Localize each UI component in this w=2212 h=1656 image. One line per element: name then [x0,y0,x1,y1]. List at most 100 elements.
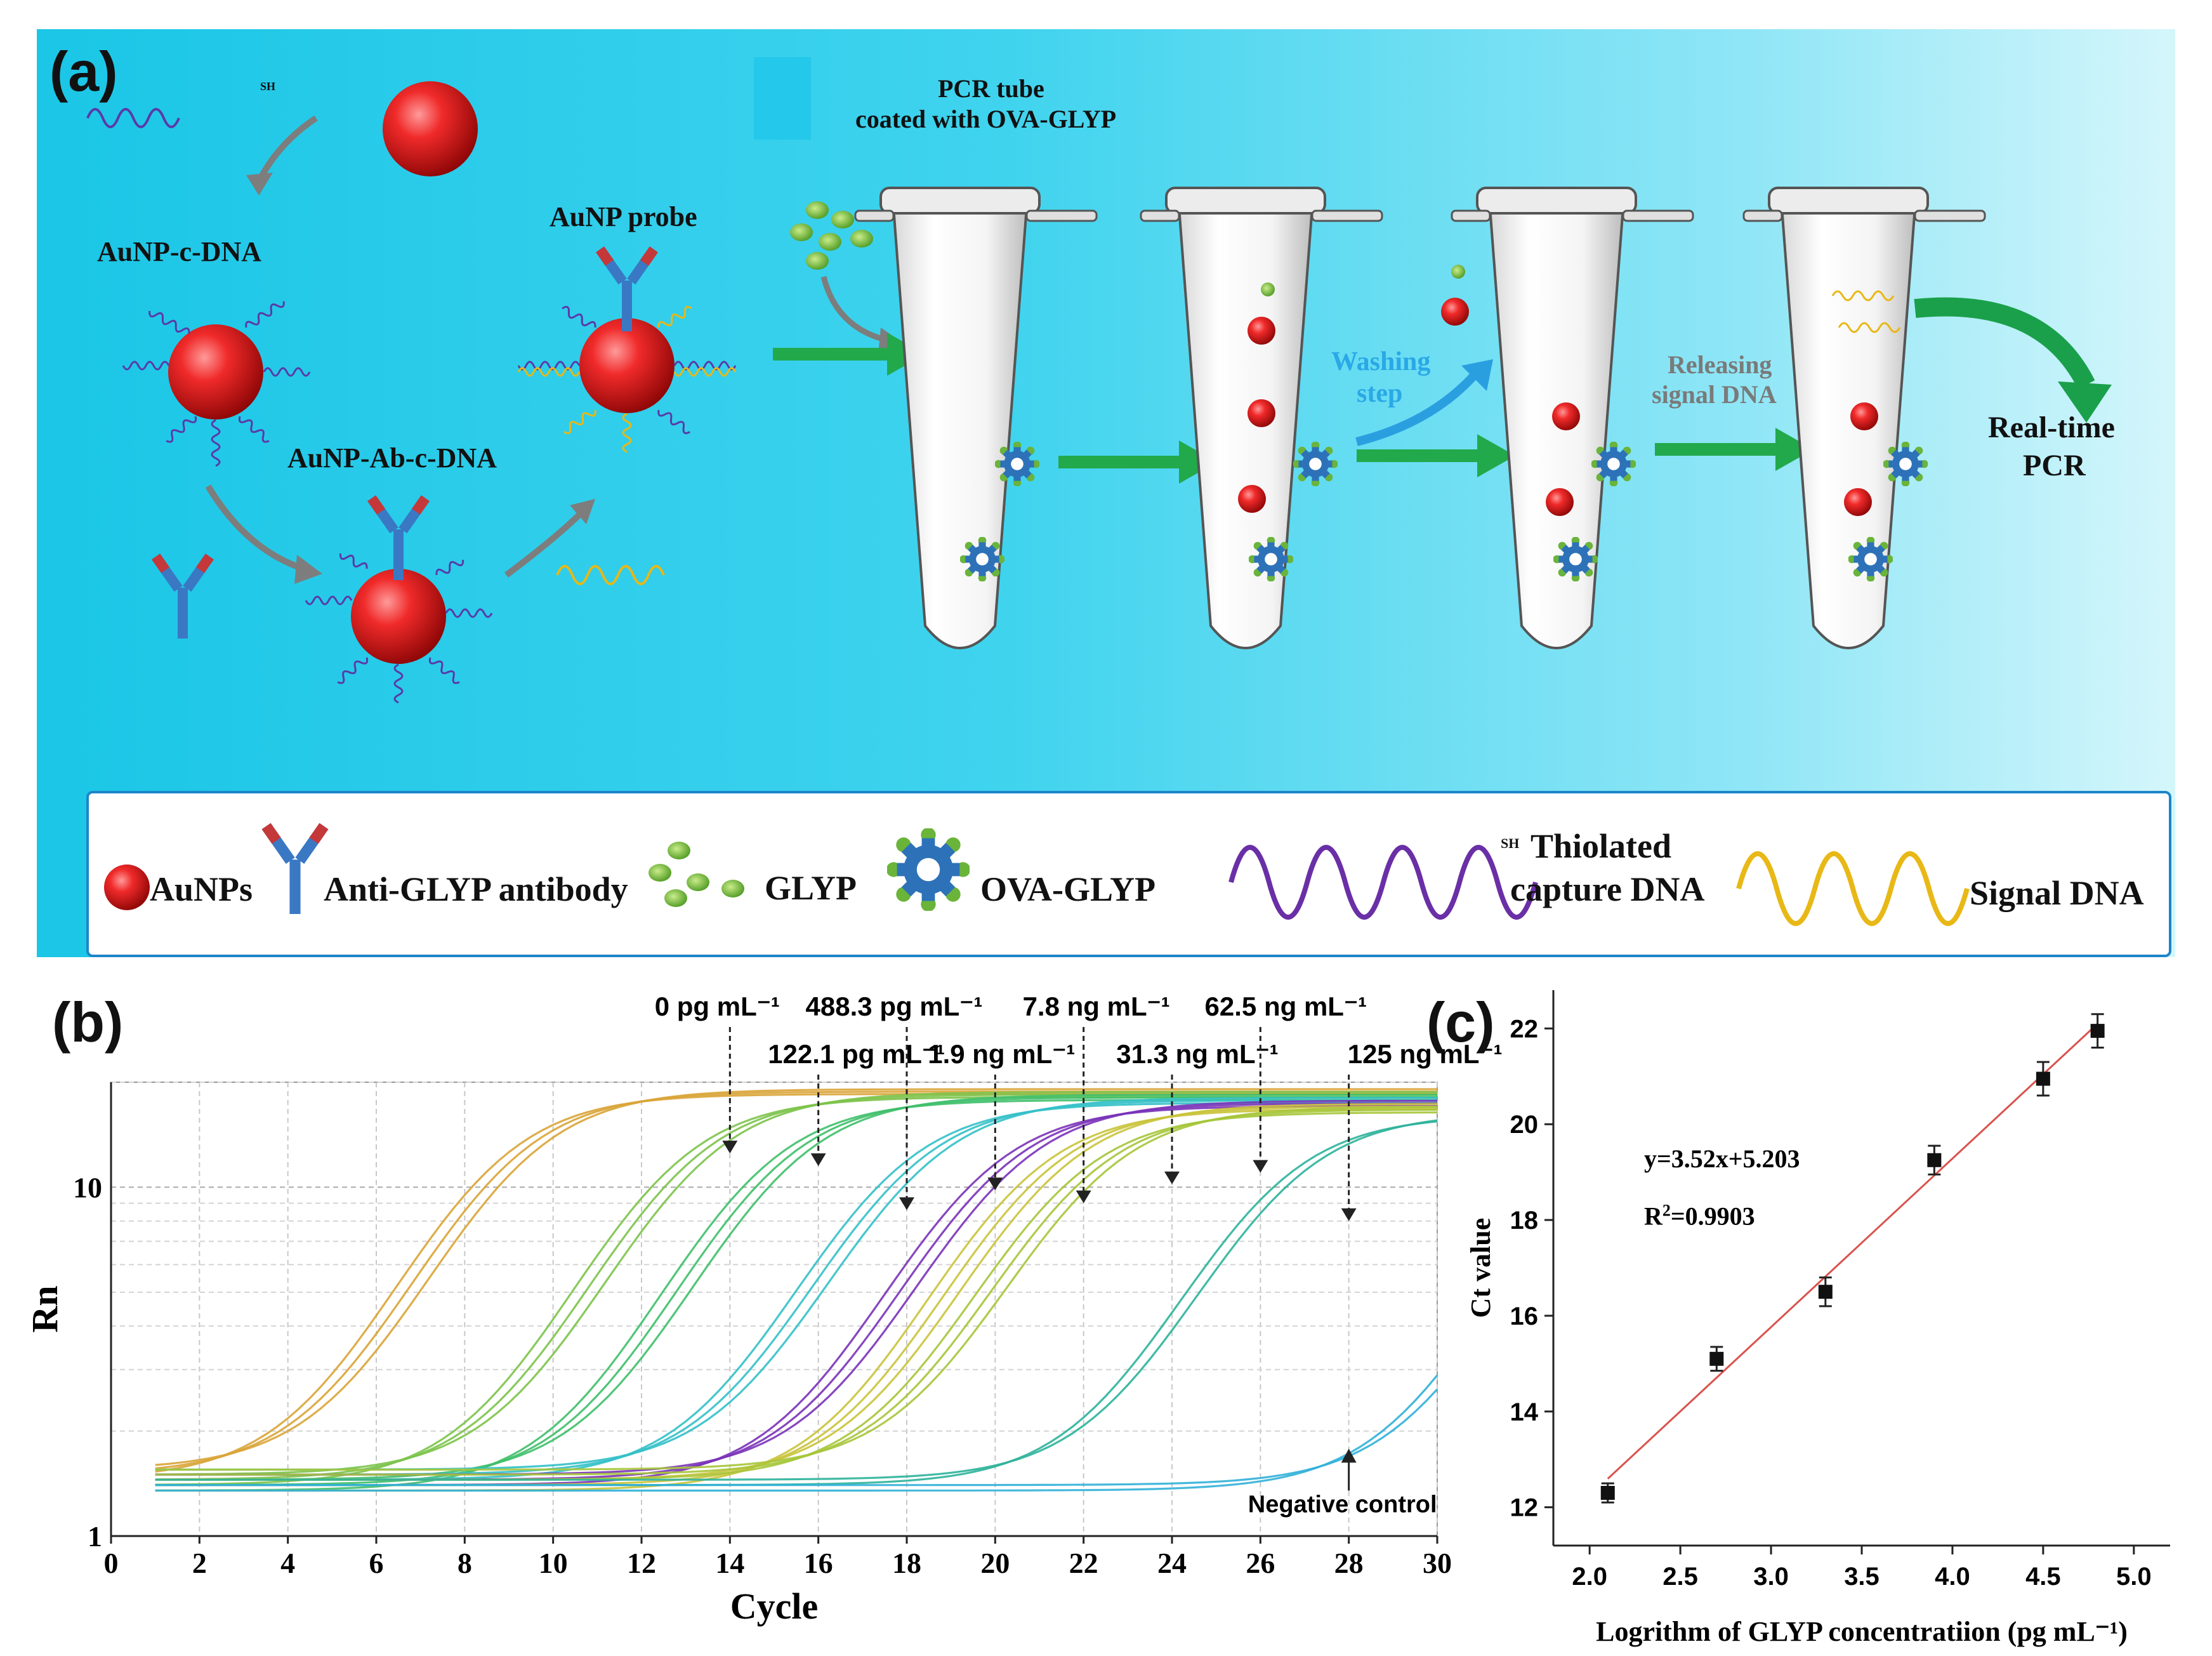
panel-b-letter: (b) [52,991,124,1054]
legend-ova-icon [887,828,970,911]
annotation-arrow-head [987,1177,1003,1191]
y-axis-label-c: Ct value [1465,1218,1496,1318]
antibody-icon [152,553,214,639]
step-arrows [773,333,1814,484]
legend-ova-glyp: OVA-GLYP [980,870,1156,908]
x-tick-label-c: 5.0 [2116,1563,2152,1591]
x-tick-label-b: 4 [280,1547,295,1579]
amplification-curve [155,1106,1438,1471]
x-tick-label-c: 4.5 [2025,1563,2061,1591]
legend-glyp: GLYP [765,869,857,907]
x-tick-label-b: 16 [804,1547,833,1579]
y-tick-label-c: 18 [1510,1207,1539,1235]
x-tick-label-b: 8 [458,1547,472,1579]
signal-dna-strand [556,565,665,585]
pcr-label: PCR [2023,449,2086,482]
annotation-arrow-head [1253,1160,1268,1173]
concentration-annotation: 125 ng mL⁻¹ [1348,1039,1503,1069]
x-tick-label-c: 2.0 [1572,1563,1607,1591]
sh-label: SH [260,80,276,93]
concentration-annotation: 1.9 ng mL⁻¹ [928,1039,1075,1069]
panel-a-schematic: (a) SH PCR tube coated with OVA-GLYP AuN… [37,29,2175,957]
releasing-label: Releasing [1668,350,1772,379]
aunp-probe-label: AuNP probe [550,201,697,232]
negative-control-arrow-head [1341,1448,1357,1463]
glyp-molecules [790,201,873,270]
amplification-curve [155,1090,1437,1476]
fit-equation: y=3.52x+5.203 [1644,1144,1800,1173]
x-tick-label-c: 2.5 [1662,1563,1698,1591]
x-tick-label-b: 10 [539,1547,568,1579]
data-point [2036,1071,2050,1086]
data-point [1927,1153,1942,1167]
x-tick-label-c: 4.0 [1935,1563,1970,1591]
y-tick-label-c: 16 [1510,1302,1539,1330]
x-tick-label-b: 24 [1157,1547,1187,1579]
y-tick-label-c: 12 [1510,1494,1539,1522]
panel-a-letter: (a) [49,40,118,103]
panel-c-letter: (c) [1426,991,1495,1054]
x-tick-label-b: 20 [980,1547,1010,1579]
aunp-ab-c-dna-label: AuNP-Ab-c-DNA [287,442,497,474]
x-tick-label-b: 26 [1246,1547,1275,1579]
pcr-tube-label: PCR tube [938,74,1044,103]
legend-antibody-icon [261,823,329,914]
real-time-arrow [1914,297,2095,389]
amplification-curve [155,1388,1438,1487]
r-squared-sup: 2 [1662,1201,1671,1219]
legend-signal-dna-icon [1736,851,1970,926]
concentration-annotation: 31.3 ng mL⁻¹ [1116,1039,1279,1069]
thiol-dna-strand [86,108,180,128]
concentration-annotation: 122.1 pg mL⁻¹ [768,1039,945,1069]
concentration-annotation: 62.5 ng mL⁻¹ [1205,991,1367,1021]
annotation-arrow-head [722,1141,738,1154]
aunp-probe-particle [579,318,675,413]
amplification-curve [155,1119,1438,1481]
data-point [1600,1486,1615,1500]
amplification-curve [155,1094,1437,1481]
x-tick-label-b: 22 [1069,1547,1098,1579]
r-squared-prefix: R [1644,1202,1663,1231]
negative-control-label: Negative control [1248,1492,1437,1518]
legend-aunp-icon [104,864,150,910]
legend-sh: SH [1501,835,1520,851]
coated-label: coated with OVA-GLYP [855,105,1117,133]
x-axis-label-b: Cycle [730,1586,819,1627]
r-squared-value: =0.9903 [1671,1202,1755,1231]
data-point [1818,1285,1833,1299]
step-label: step [1357,379,1403,408]
annotation-arrow-head [1164,1171,1180,1184]
pcr-tubes [854,187,1986,649]
y-tick-label-b: 1 [88,1520,102,1553]
y-tick-label-b: 10 [73,1171,102,1203]
r-squared: R2=0.9903 [1644,1201,1755,1231]
aunp-c-dna-particle [168,324,263,420]
x-tick-label-b: 2 [192,1547,207,1579]
real-time-label: Real-time [1988,411,2115,444]
amplification-curve [155,1374,1438,1492]
legend-capture-dna: capture DNA [1510,870,1705,908]
y-tick-label-c: 14 [1510,1398,1539,1426]
tube-probes [1238,265,1901,516]
annotation-arrow-head [899,1197,914,1210]
signal-dna-step-label: signal DNA [1652,380,1777,409]
y-tick-label-c: 22 [1510,1015,1539,1043]
x-tick-label-b: 18 [892,1547,921,1579]
legend-aunps: AuNPs [150,870,253,908]
y-tick-label-c: 20 [1510,1111,1539,1139]
washing-label: Washing [1331,347,1431,376]
x-tick-label-b: 12 [627,1547,656,1579]
process-arrow [256,115,318,183]
x-tick-label-b: 30 [1423,1547,1452,1579]
x-tick-label-b: 0 [104,1547,119,1579]
panel-a-illustration [86,57,2112,704]
annotation-arrow-head [1076,1190,1091,1203]
aunp-particle [383,81,478,176]
x-tick-label-b: 28 [1334,1547,1364,1579]
data-point [2090,1024,2105,1038]
plot-area-b [110,1082,1438,1537]
legend-signal-dna: Signal DNA [1970,874,2144,912]
x-tick-label-c: 3.5 [1844,1563,1880,1591]
